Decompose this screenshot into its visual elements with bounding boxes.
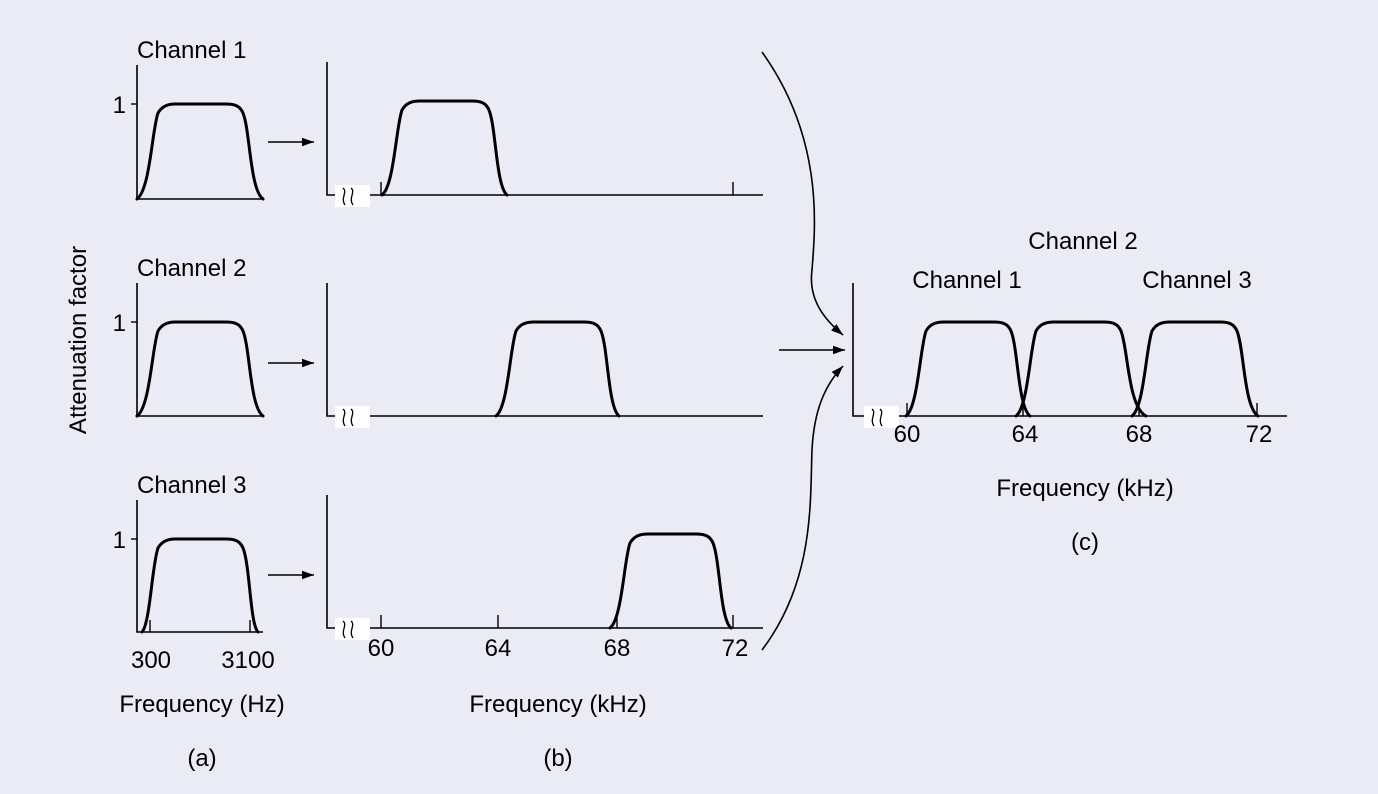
y-axis-label: Attenuation factor xyxy=(65,246,92,434)
panel-c-channel-1-label: Channel 1 xyxy=(912,267,1021,294)
arrow-b1-to-c xyxy=(761,51,844,336)
panel-c-caption: (c) xyxy=(1071,529,1099,556)
axis-break-icon xyxy=(335,406,370,428)
panel-a-channel-3-ytick: 1 xyxy=(113,527,126,554)
panel-c-axes xyxy=(852,283,1287,417)
panel-a-channel-1-plot: Channel 1 1 xyxy=(113,37,265,201)
panel-b-row-1-axes xyxy=(326,62,763,196)
arrow-b3-to-c xyxy=(761,365,844,651)
panel-c-channel-3-label: Channel 3 xyxy=(1142,267,1251,294)
panel-a-channel-2-axes xyxy=(136,283,263,417)
panel-c-channel-2-label: Channel 2 xyxy=(1028,228,1137,255)
panel-a-channel-2-plot: Channel 2 1 xyxy=(113,255,265,418)
panel-a-xlabel: Frequency (Hz) xyxy=(119,691,284,718)
panel-b-channel-2-plot xyxy=(326,283,763,428)
panel-a-channel-3-axes xyxy=(136,500,263,633)
panel-a-channel-3-plot: Channel 3 1 300 3100 xyxy=(113,472,275,674)
panel-b-xtick-64-label: 64 xyxy=(485,635,512,662)
panel-c-xlabel: Frequency (kHz) xyxy=(996,475,1173,502)
panel-c-xtick-72-label: 72 xyxy=(1246,421,1273,448)
channel-2-shifted-curve xyxy=(494,320,621,418)
panel-a-xtick-300-label: 300 xyxy=(131,647,171,674)
channel-1-shifted-curve xyxy=(380,99,509,197)
channel-1-baseband-curve xyxy=(135,102,265,201)
axis-break-icon xyxy=(335,618,370,640)
channel-1-multiplexed-curve xyxy=(904,320,1032,418)
channel-2-baseband-curve xyxy=(135,320,265,418)
panel-c: Channel 2 Channel 1 Channel 3 60 64 68 7… xyxy=(852,228,1287,556)
channel-3-shifted-curve xyxy=(608,532,733,630)
panel-a-channel-1-ytick: 1 xyxy=(113,92,126,119)
panel-b-xtick-68-label: 68 xyxy=(604,635,631,662)
panel-a: Channel 1 1 Channel 2 1 Channel 3 1 300 … xyxy=(113,37,285,772)
panel-a-xtick-3100-label: 3100 xyxy=(221,647,274,674)
panel-a-channel-2-ytick: 1 xyxy=(113,310,126,337)
channel-3-baseband-curve xyxy=(140,537,260,634)
panel-c-xtick-64-label: 64 xyxy=(1012,421,1039,448)
panel-b-channel-3-plot: 60 64 68 72 xyxy=(326,495,763,662)
panel-b-channel-1-plot xyxy=(326,62,763,207)
axis-break-icon xyxy=(335,185,370,207)
channel-2-multiplexed-curve xyxy=(1014,320,1148,418)
panel-b-xtick-72-label: 72 xyxy=(722,635,749,662)
axis-break-icon xyxy=(864,406,899,428)
panel-a-caption: (a) xyxy=(187,745,216,772)
panel-b: 60 64 68 72 Frequency (kHz) (b) xyxy=(326,62,763,772)
panel-b-xlabel: Frequency (kHz) xyxy=(469,691,646,718)
panel-c-xtick-68-label: 68 xyxy=(1126,421,1153,448)
panel-b-row-2-axes xyxy=(326,283,763,417)
panel-b-caption: (b) xyxy=(543,745,572,772)
panel-a-channel-1-axes xyxy=(136,65,263,200)
panel-c-xtick-60-label: 60 xyxy=(894,421,921,448)
panel-b-row-3-axes xyxy=(326,495,763,629)
panel-b-xtick-60-label: 60 xyxy=(368,635,395,662)
channel-3-multiplexed-curve xyxy=(1130,320,1260,418)
panel-a-channel-2-label: Channel 2 xyxy=(137,255,246,282)
panel-a-channel-1-label: Channel 1 xyxy=(137,37,246,64)
panel-a-channel-3-label: Channel 3 xyxy=(137,472,246,499)
